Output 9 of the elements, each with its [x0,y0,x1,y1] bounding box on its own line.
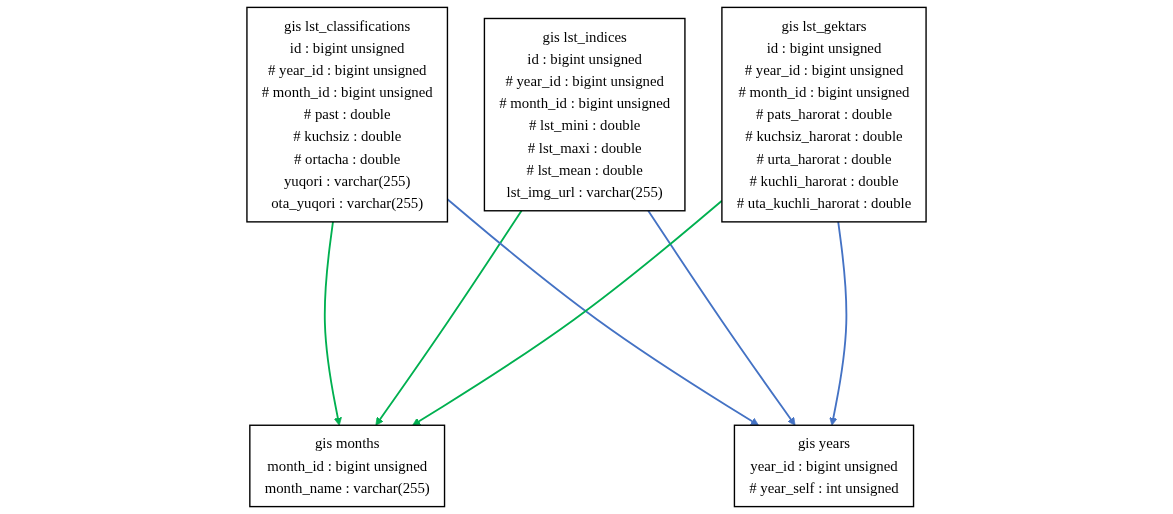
node-box: gis lst_classifications id : bigint unsigned # year_id : bigint unsigned # month_id : bigint unsigned # past : double # kuchsiz : double # ortacha : double yuqori : varchar(255) ota_yuqori : varchar(255) [246,6,449,223]
node-box: gis lst_gektars id : bigint unsigned # year_id : bigint unsigned # month_id : bigint unsigned # pats_harorat : double # kuchsiz_harorat : double # urta_harorat : double # kuchli_harorat : double # uta_kuchli_harorat : double [721,6,927,223]
arrow [375,209,523,426]
node-box: gis months month_id : bigint unsigned month_name : varchar(255) [249,424,446,508]
arrow [647,209,796,426]
node-box: gis years year_id : bigint unsigned # year_self : int unsigned [733,424,915,508]
arrow [829,220,848,426]
arrow [323,220,342,426]
node-box: gis lst_indices id : bigint unsigned # year_id : bigint unsigned # month_id : bigint unsigned # lst_mini : double # lst_maxi : double # lst_mean : double lst_img_url : varchar(255) [483,17,686,212]
